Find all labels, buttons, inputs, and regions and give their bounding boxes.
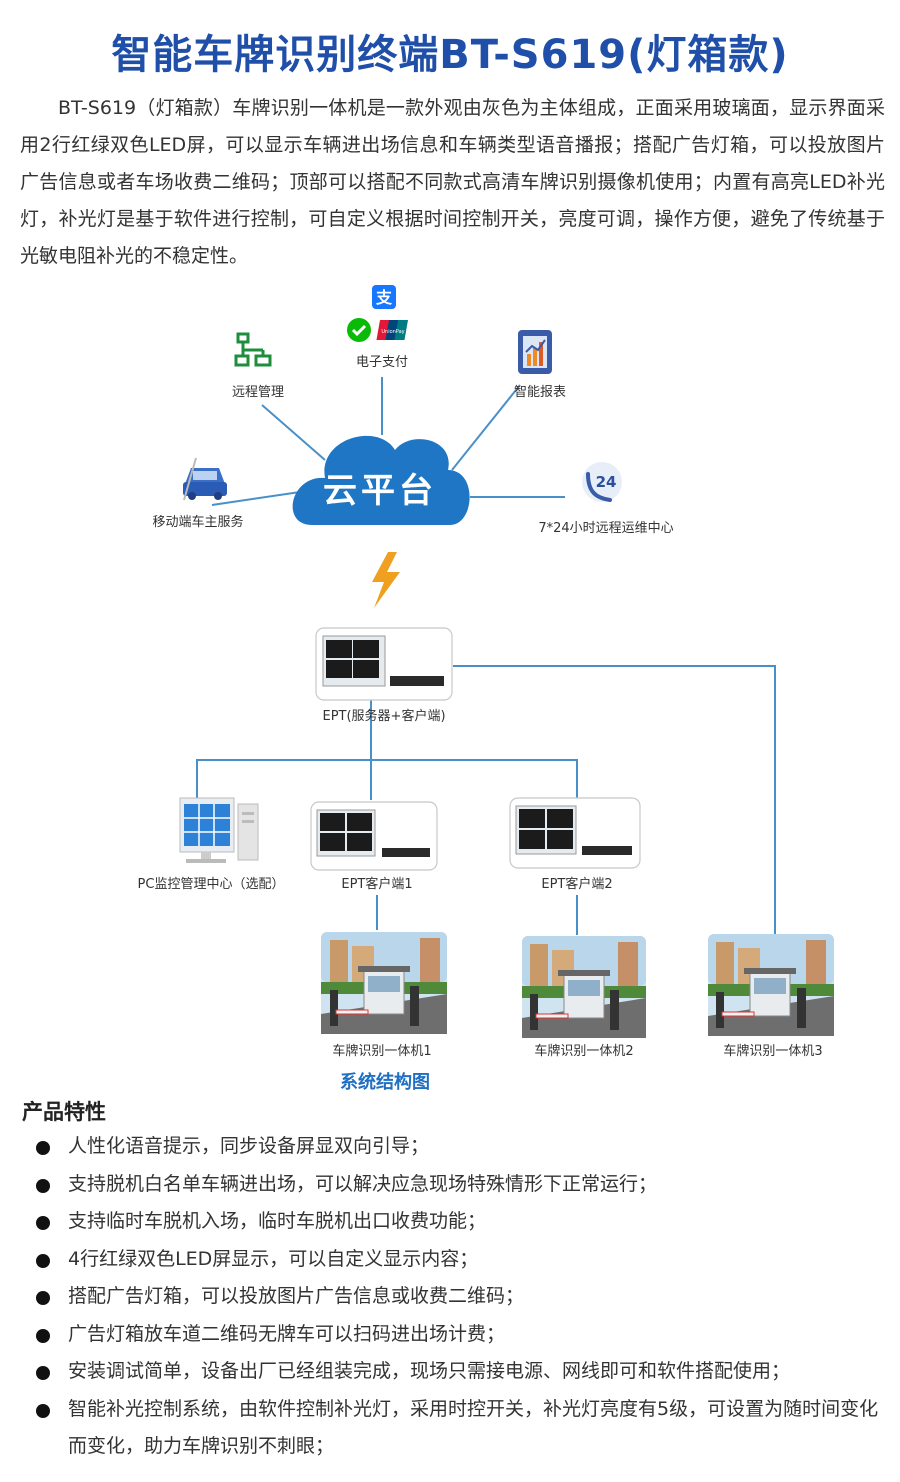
feature-item: 搭配广告灯箱，可以投放图片广告信息或收费二维码； (36, 1278, 886, 1316)
ept-client2-label: EPT客户端2 (541, 876, 612, 892)
feature-item: 智能补光控制系统，由软件控制补光灯，采用时控开关，补光灯亮度有5级，可设置为随时… (36, 1391, 886, 1466)
alipay-icon: 支 (372, 285, 396, 309)
cloud-connectors (211, 377, 565, 506)
ept-client2-panel (509, 797, 641, 869)
ept-server-label: EPT(服务器+客户端) (322, 708, 445, 724)
feature-item: 支持临时车脱机入场，临时车脱机出口收费功能； (36, 1203, 886, 1241)
lpr1-label: 车牌识别一体机1 (332, 1043, 431, 1059)
network-icon (234, 332, 272, 367)
lightning-bolt-icon (372, 552, 400, 608)
feature-item: 4行红绿双色LED屏显示，可以自定义显示内容； (36, 1241, 886, 1279)
support-phone-icon: 24 (582, 462, 622, 502)
page-title: 智能车牌识别终端BT-S619(灯箱款) (111, 32, 789, 78)
network-wiring (196, 665, 776, 935)
bullet-icon (36, 1291, 50, 1305)
bullet-icon (36, 1403, 50, 1418)
diagram-caption: 系统结构图 (340, 1072, 430, 1093)
badge-24: 24 (596, 473, 617, 491)
bullet-icon (36, 1328, 50, 1343)
ept-client1-label: EPT客户端1 (341, 876, 412, 892)
bullet-icon (36, 1253, 50, 1268)
car-icon (183, 468, 227, 500)
wechat-pay-icon (347, 318, 371, 342)
bullet-icon (36, 1178, 50, 1193)
road-icon (183, 457, 197, 501)
ept-client1-panel (310, 801, 438, 871)
bullet-icon (36, 1216, 50, 1230)
cloud-platform: 云平台 (292, 435, 470, 525)
system-architecture-diagram: 远程管理 支 UnionPay 电子支付 智能报表 移动端车主服务 云平台 (138, 285, 834, 1059)
remote-mgmt-label: 远程管理 (232, 385, 284, 400)
feature-item: 广告灯箱放车道二维码无牌车可以扫码进出场计费； (36, 1316, 886, 1354)
unionpay-text: UnionPay (381, 329, 404, 335)
features-list: 人性化语音提示，同步设备屏显双向引导； 支持脱机白名单车辆进出场，可以解决应急现… (36, 1128, 886, 1466)
feature-item: 安装调试简单，设备出厂已经组装完成，现场只需接电源、网线即可和软件搭配使用； (36, 1353, 886, 1391)
e-pay-label: 电子支付 (356, 355, 408, 370)
smart-report-label: 智能报表 (514, 385, 566, 400)
mobile-service-label: 移动端车主服务 (152, 514, 243, 530)
lpr2-label: 车牌识别一体机2 (534, 1043, 633, 1059)
cloud-label: 云平台 (323, 471, 437, 511)
pc-monitor-icon (179, 797, 259, 863)
feature-item: 支持脱机白名单车辆进出场，可以解决应急现场特殊情形下正常运行； (36, 1166, 886, 1204)
pc-monitor-label: PC监控管理中心（选配） (138, 877, 285, 892)
feature-item: 人性化语音提示，同步设备屏显双向引导； (36, 1128, 886, 1166)
bullet-icon (36, 1366, 50, 1380)
features-heading: 产品特性 (22, 1100, 106, 1124)
unionpay-icon: UnionPay (376, 320, 408, 340)
lpr1-scene-photo (321, 932, 447, 1034)
lpr2-scene-photo (522, 936, 646, 1038)
lpr3-label: 车牌识别一体机3 (723, 1043, 822, 1059)
lpr3-scene-photo (708, 934, 834, 1036)
bullet-icon (36, 1141, 50, 1155)
svg-text:支: 支 (375, 288, 393, 307)
support-center-label: 7*24小时远程运维中心 (538, 521, 673, 536)
intro-text: BT-S619（灯箱款）车牌识别一体机是一款外观由灰色为主体组成，正面采用玻璃面… (20, 97, 885, 267)
report-chart-icon (518, 330, 552, 374)
intro-paragraph: BT-S619（灯箱款）车牌识别一体机是一款外观由灰色为主体组成，正面采用玻璃面… (20, 90, 885, 275)
server-box-icon (390, 676, 444, 686)
ept-server-panel (315, 627, 453, 701)
